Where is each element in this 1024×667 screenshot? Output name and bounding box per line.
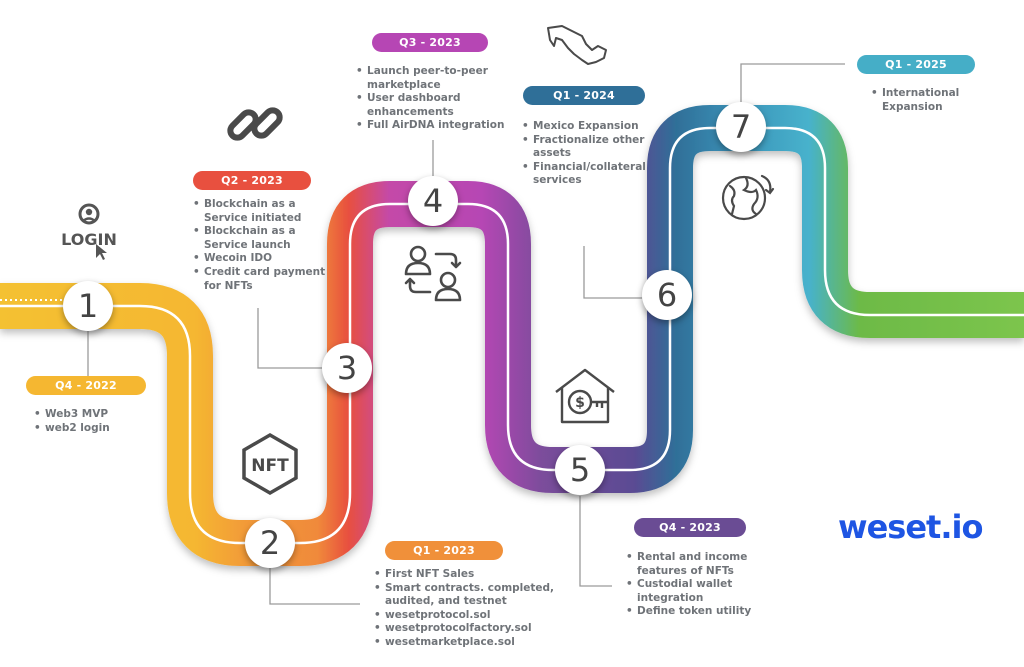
phase-badge-q4-2023: Q4 - 2023 [634,518,746,537]
milestone-6: 6 [642,270,692,320]
phase-item: wesetprotocol.sol [374,609,559,623]
brand-logo: weset.io [838,508,983,546]
phase-items-q3-2023: Launch peer-to-peer marketplace User das… [356,65,516,133]
phase-item: Blockchain as a Service launch [193,225,328,252]
phase-item: International Expansion [871,87,966,114]
house-key-icon: $ [555,368,615,424]
milestone-2: 2 [245,518,295,568]
phase-items-q1-2023: First NFT Sales Smart contracts. complet… [374,568,559,650]
phase-item: Full AirDNA integration [356,119,516,133]
peer-to-peer-users-icon [404,245,462,302]
phase-badge-q3-2023: Q3 - 2023 [372,33,488,52]
svg-text:$: $ [575,395,585,411]
nft-icon-text: NFT [251,456,289,476]
phase-item: Blockchain as a Service initiated [193,198,328,225]
phase-item: Financial/collateral services [522,161,652,188]
phase-item: Custodial wallet integration [626,578,761,605]
chain-link-icon [227,107,283,141]
phase-item: Smart contracts. completed, audited, and… [374,582,559,609]
login-icon-text: LOGIN [61,230,117,249]
phase-badge-q1-2025: Q1 - 2025 [857,55,975,74]
phase-item: User dashboard enhancements [356,92,516,119]
phase-item: Fractionalize other assets [522,134,652,161]
phase-badge-q1-2023: Q1 - 2023 [385,541,503,560]
phase-item: web2 login [34,422,174,436]
phase-items-q4-2023: Rental and income features of NFTs Custo… [626,551,761,619]
phase-item: wesetmarketplace.sol [374,636,559,650]
phase-item: Mexico Expansion [522,120,652,134]
phase-item: Rental and income features of NFTs [626,551,761,578]
phase-item: Credit card payment for NFTs [193,266,328,293]
phase-item: wesetprotocolfactory.sol [374,622,559,636]
phase-items-q1-2024: Mexico Expansion Fractionalize other ass… [522,120,652,188]
phase-item: Launch peer-to-peer marketplace [356,65,516,92]
milestone-3: 3 [322,343,372,393]
milestone-4: 4 [408,176,458,226]
milestone-5: 5 [555,445,605,495]
milestone-1: 1 [63,281,113,331]
phase-badge-q4-2022: Q4 - 2022 [26,376,146,395]
phase-items-q2-2023: Blockchain as a Service initiated Blockc… [193,198,328,293]
login-icon: LOGIN [61,203,117,260]
phase-items-q4-2022: Web3 MVP web2 login [34,408,174,435]
phase-items-q1-2025: International Expansion [871,87,966,114]
phase-item: First NFT Sales [374,568,559,582]
phase-badge-q2-2023: Q2 - 2023 [193,171,311,190]
phase-item: Web3 MVP [34,408,174,422]
nft-hexagon-icon: NFT [242,432,298,496]
globe-icon [721,174,775,221]
phase-badge-q1-2024: Q1 - 2024 [523,86,645,105]
milestone-7: 7 [716,102,766,152]
mexico-map-icon [547,25,607,65]
phase-item: Define token utility [626,605,761,619]
phase-item: Wecoin IDO [193,252,328,266]
